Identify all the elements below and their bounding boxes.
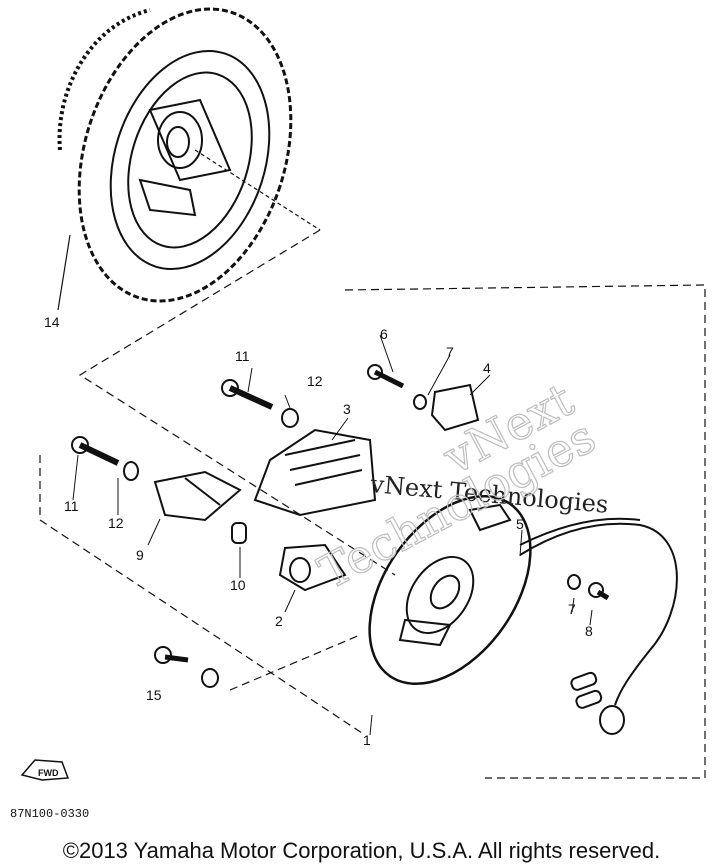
fwd-arrow-icon [20, 759, 70, 781]
callout-7-right: 7 [568, 601, 576, 617]
assembly-frame [39, 229, 706, 779]
callout-7-top: 7 [446, 344, 454, 360]
callout-12-top: 12 [307, 373, 323, 389]
pickup-coil [430, 383, 480, 432]
callout-10: 10 [230, 577, 246, 593]
charge-coil [278, 543, 347, 592]
washers [123, 394, 581, 688]
leader-lines [72, 334, 593, 736]
copyright-notice: ©2013 Yamaha Motor Corporation, U.S.A. A… [62, 838, 661, 863]
callout-11-top: 11 [235, 348, 250, 364]
source-coil [253, 428, 377, 517]
watermark: vNext Technologies vNext Technologies [309, 371, 609, 600]
callout-4: 4 [483, 360, 491, 376]
callout-14: 15 [146, 687, 162, 703]
wire-harness [519, 517, 678, 735]
fwd-label: FWD [38, 768, 59, 778]
stator-plate [368, 495, 532, 685]
bolts [71, 364, 610, 664]
callout-2: 2 [275, 613, 283, 629]
callout-11-left: 11 [64, 498, 79, 514]
callout-3: 3 [343, 401, 351, 417]
callout-6: 6 [380, 326, 388, 342]
callouts: 14 11 12 6 7 4 3 11 12 9 10 2 5 7 8 15 1… [38, 314, 593, 778]
part-reference-code: 87N100-0330 [10, 807, 90, 821]
callout-12-left: 12 [108, 515, 124, 531]
callout-8: 8 [585, 623, 593, 639]
callout-5: 5 [516, 516, 524, 532]
lighting-coil [153, 470, 242, 522]
callout-13: 14 [44, 314, 60, 330]
callout-9: 9 [136, 547, 144, 563]
callout-1: 1 [363, 732, 371, 748]
flywheel-rotor [57, 7, 293, 303]
